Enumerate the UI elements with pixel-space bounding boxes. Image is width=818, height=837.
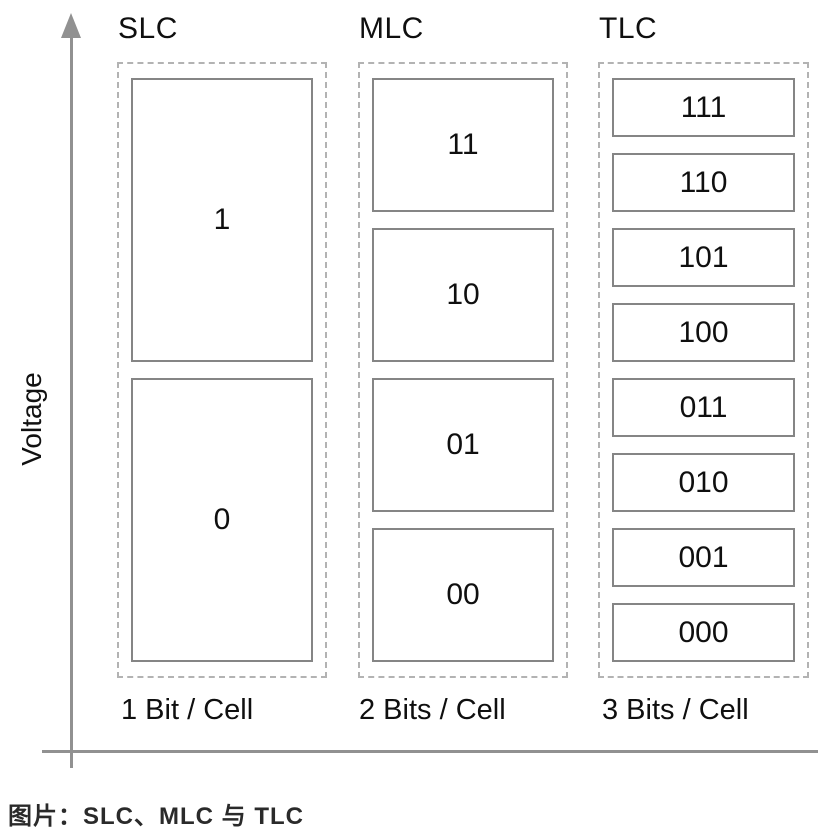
column-header-mlc: MLC — [359, 12, 424, 45]
cell-box: 111 — [612, 78, 795, 137]
cell-box: 101 — [612, 228, 795, 287]
column-tlc: TLC 111 110 101 100 011 010 001 000 3 Bits / Ce… — [598, 0, 809, 760]
cell-box: 011 — [612, 378, 795, 437]
cell-box: 11 — [372, 78, 554, 212]
cell-box: 0 — [131, 378, 313, 662]
y-axis-line — [70, 34, 73, 768]
y-axis-label: Voltage — [16, 372, 47, 466]
column-caption-slc: 1 Bit / Cell — [121, 694, 254, 726]
figure-caption: 图片：SLC、MLC 与 TLC — [8, 803, 304, 830]
cell-box: 010 — [612, 453, 795, 512]
column-header-slc: SLC — [118, 12, 178, 45]
column-mlc: MLC 11 10 01 00 2 Bits / Cell — [358, 0, 568, 760]
cell-box: 00 — [372, 528, 554, 662]
column-header-tlc: TLC — [599, 12, 658, 45]
cell-box: 1 — [131, 78, 313, 362]
y-axis-arrow-up-icon — [61, 13, 81, 38]
column-caption-mlc: 2 Bits / Cell — [359, 694, 506, 726]
cell-box: 100 — [612, 303, 795, 362]
cell-box: 110 — [612, 153, 795, 212]
cell-group-mlc: 11 10 01 00 — [358, 62, 568, 678]
cell-box: 10 — [372, 228, 554, 362]
x-axis-line — [42, 750, 818, 753]
cell-group-tlc: 111 110 101 100 011 010 001 000 — [598, 62, 809, 678]
cell-box: 000 — [612, 603, 795, 662]
cell-box: 001 — [612, 528, 795, 587]
column-caption-tlc: 3 Bits / Cell — [602, 694, 749, 726]
cell-box: 01 — [372, 378, 554, 512]
